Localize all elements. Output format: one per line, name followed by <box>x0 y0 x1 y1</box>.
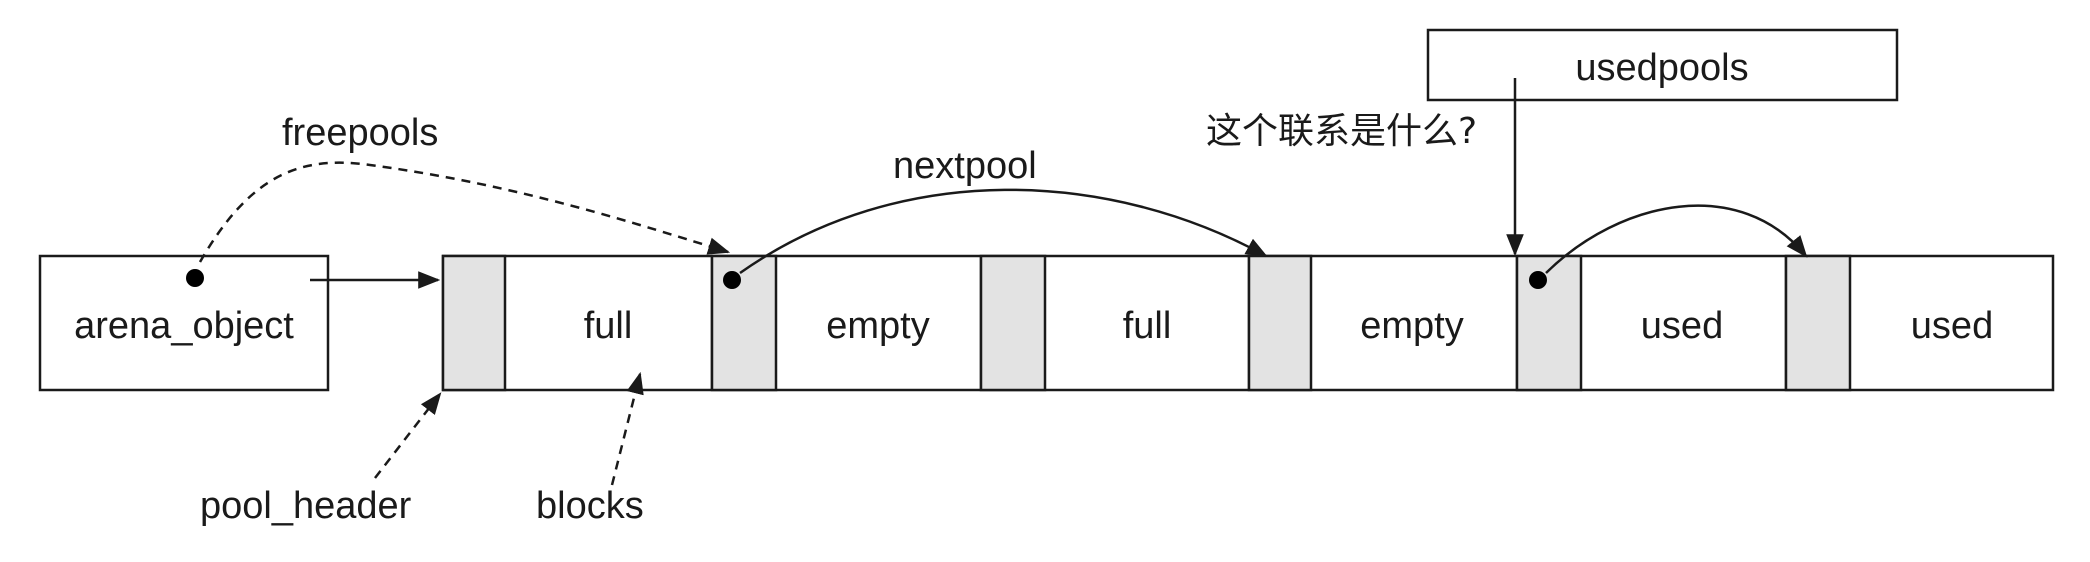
pool-state-label: empty <box>826 305 929 347</box>
pool-state-label: used <box>1641 305 1723 347</box>
arena-object-label: arena_object <box>74 305 294 347</box>
pool-header-label: pool_header <box>200 485 412 527</box>
pool-state-label: full <box>584 305 633 347</box>
pool-header <box>979 254 1047 392</box>
pool-header-arrow <box>374 392 442 479</box>
nextpool-arrow <box>739 188 1268 275</box>
question-annotation: 这个联系是什么? <box>1206 111 1477 152</box>
pool-state-label: full <box>1123 305 1172 347</box>
blocks-arrow <box>610 371 644 486</box>
blocks-label: blocks <box>536 485 644 527</box>
pool-header <box>441 254 507 392</box>
pool-header <box>1515 254 1583 392</box>
nextpool-label: nextpool <box>893 145 1037 187</box>
nextpool-pointer-dot <box>1529 271 1547 289</box>
nextpool-pointer-dot <box>723 271 741 289</box>
pool-state-label: empty <box>1360 305 1463 347</box>
arena-freepools-pointer-dot <box>186 269 204 287</box>
usedpools-label: usedpools <box>1575 47 1748 89</box>
pools-strip: full empty full empty used used <box>441 254 2055 392</box>
pool-state-label: used <box>1911 305 1993 347</box>
usedpools-box: usedpools <box>1426 28 1899 102</box>
freepools-label: freepools <box>282 112 438 154</box>
pool-header <box>1247 254 1313 392</box>
pool-header <box>710 254 778 392</box>
freepools-arrow <box>198 161 731 263</box>
arena-object-box: arena_object <box>38 254 330 392</box>
pool-header <box>1784 254 1852 392</box>
used-nextpool-arrow <box>1545 204 1808 274</box>
